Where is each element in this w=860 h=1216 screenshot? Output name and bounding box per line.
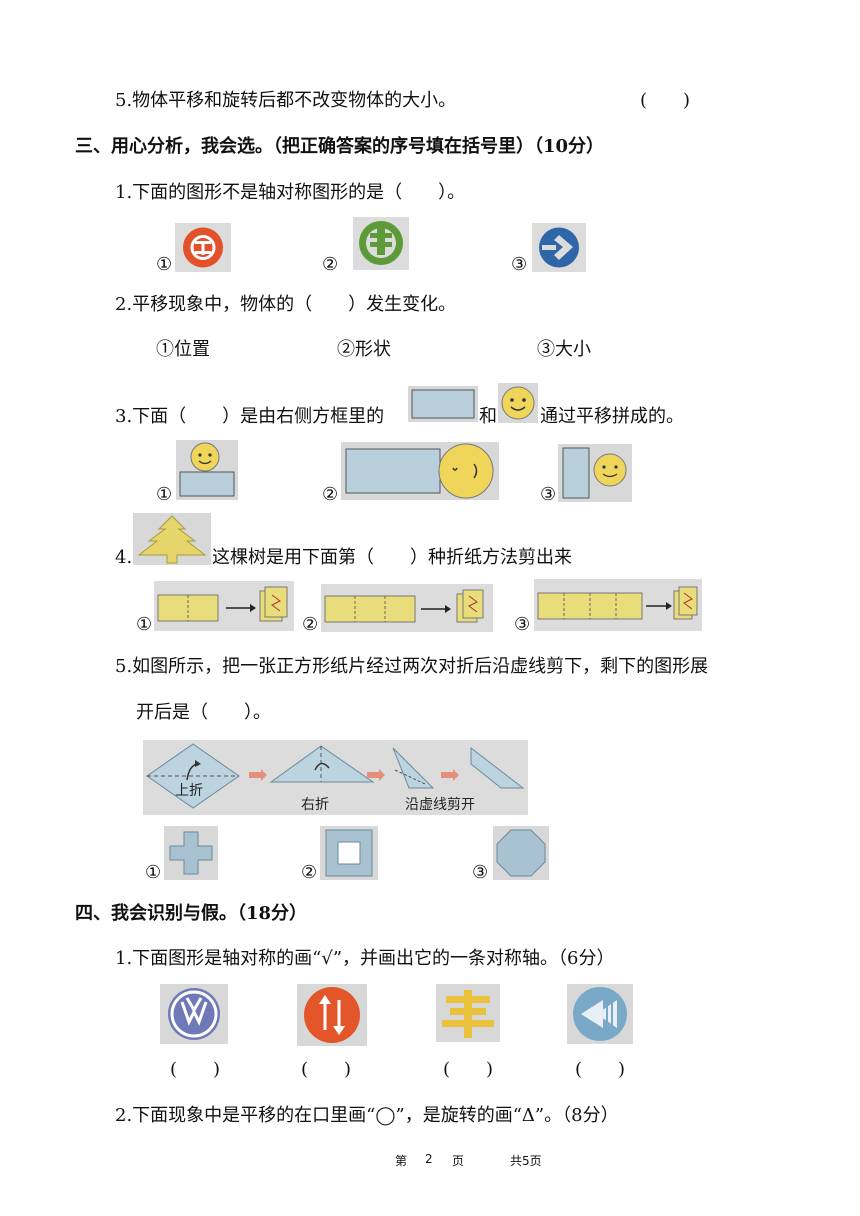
question-3-5-text-2: 开后是（ ）。 — [136, 702, 271, 723]
option-1-label[interactable]: ① — [156, 254, 173, 275]
answer-paren[interactable]: ( ) — [640, 90, 691, 111]
square-frame-shape-icon — [320, 826, 378, 880]
option-3-label[interactable]: ③ — [540, 484, 557, 505]
question-3-4-number: 4. — [115, 547, 133, 568]
option-2-label[interactable]: ② — [301, 862, 318, 883]
answer-paren-1[interactable]: ( ) — [170, 1059, 221, 1080]
section-3-heading: 三、用心分析，我会选。（把正确答案的序号填在括号里）（10分） — [75, 136, 605, 157]
question-3-3-text-c: 通过平移拼成的。 — [540, 406, 684, 427]
question-3-5-text: 5.如图所示，把一张正方形纸片经过两次对折后沿虚线剪下，剩下的图形展 — [115, 656, 709, 677]
option-2-shape[interactable]: ②形状 — [337, 339, 391, 360]
option-3-label[interactable]: ③ — [514, 614, 531, 635]
answer-paren-4[interactable]: ( ) — [575, 1059, 626, 1080]
question-4-1-text: 1.下面图形是轴对称的画“√”，并画出它的一条对称轴。（6分） — [115, 948, 615, 969]
folding-steps-diagram: 上折 右折 沿虚线剪开 — [143, 740, 528, 815]
option-3-label[interactable]: ③ — [472, 862, 489, 883]
smiley-face-icon — [498, 383, 538, 423]
fold-method-1-icon — [154, 581, 294, 631]
option-1-label[interactable]: ① — [145, 862, 162, 883]
footer-page-unit: 页 — [452, 1154, 465, 1168]
cross-shape-icon — [164, 826, 218, 880]
option-1-label[interactable]: ① — [136, 614, 153, 635]
abc-logo-icon — [353, 217, 409, 270]
icbc-logo-icon — [175, 223, 231, 272]
fold-method-2-icon — [321, 584, 493, 632]
rectangle-shape-icon — [408, 386, 478, 422]
option-2-label[interactable]: ② — [322, 254, 339, 275]
step-label-fold-right: 右折 — [301, 797, 329, 813]
question-3-3-text-a: 3.下面（ ）是由右侧方框里的 — [115, 406, 385, 427]
footer-page-number: 2 — [425, 1152, 433, 1166]
answer-paren-2[interactable]: ( ) — [301, 1059, 352, 1080]
question-3-4-text: 这棵树是用下面第（ ）种折纸方法剪出来 — [212, 547, 572, 568]
paper-tree-icon — [133, 513, 211, 565]
octagon-shape-icon — [493, 826, 549, 880]
rewind-sign-icon — [567, 984, 633, 1044]
option-3-label[interactable]: ③ — [511, 254, 528, 275]
vertical-rectangle-with-smiley-icon — [558, 444, 632, 502]
question-3-1-text: 1.下面的图形不是轴对称图形的是（ ）。 — [115, 182, 466, 203]
volkswagen-logo-icon — [160, 984, 228, 1044]
option-3-size[interactable]: ③大小 — [537, 339, 591, 360]
feng-character-icon — [436, 984, 500, 1042]
footer-page-label: 第 — [395, 1154, 408, 1168]
smiley-on-rectangle-icon — [176, 440, 238, 500]
rectangle-with-large-smiley-icon — [341, 442, 499, 500]
question-2-5-text: 5.物体平移和旋转后都不改变物体的大小。 — [115, 90, 457, 111]
step-label-cut: 沿虚线剪开 — [405, 797, 475, 813]
option-1-position[interactable]: ①位置 — [156, 339, 210, 360]
option-2-label[interactable]: ② — [322, 484, 339, 505]
two-way-arrows-sign-icon — [297, 984, 367, 1046]
fold-method-3-icon — [534, 579, 702, 631]
option-2-label[interactable]: ② — [302, 614, 319, 635]
footer-total-pages: 共5页 — [510, 1154, 542, 1168]
step-label-fold-up: 上折 — [175, 783, 203, 799]
question-4-2-text: 2.下面现象中是平移的在口里画“◯”，是旋转的画“Δ”。（8分） — [115, 1105, 619, 1126]
section-4-heading: 四、我会识别与假。（18分） — [75, 903, 308, 924]
option-1-label[interactable]: ① — [156, 484, 173, 505]
answer-paren-3[interactable]: ( ) — [443, 1059, 494, 1080]
question-3-3-text-b: 和 — [479, 406, 497, 427]
question-3-2-text: 2.平移现象中，物体的（ ）发生变化。 — [115, 294, 457, 315]
ccb-logo-icon — [532, 223, 586, 272]
